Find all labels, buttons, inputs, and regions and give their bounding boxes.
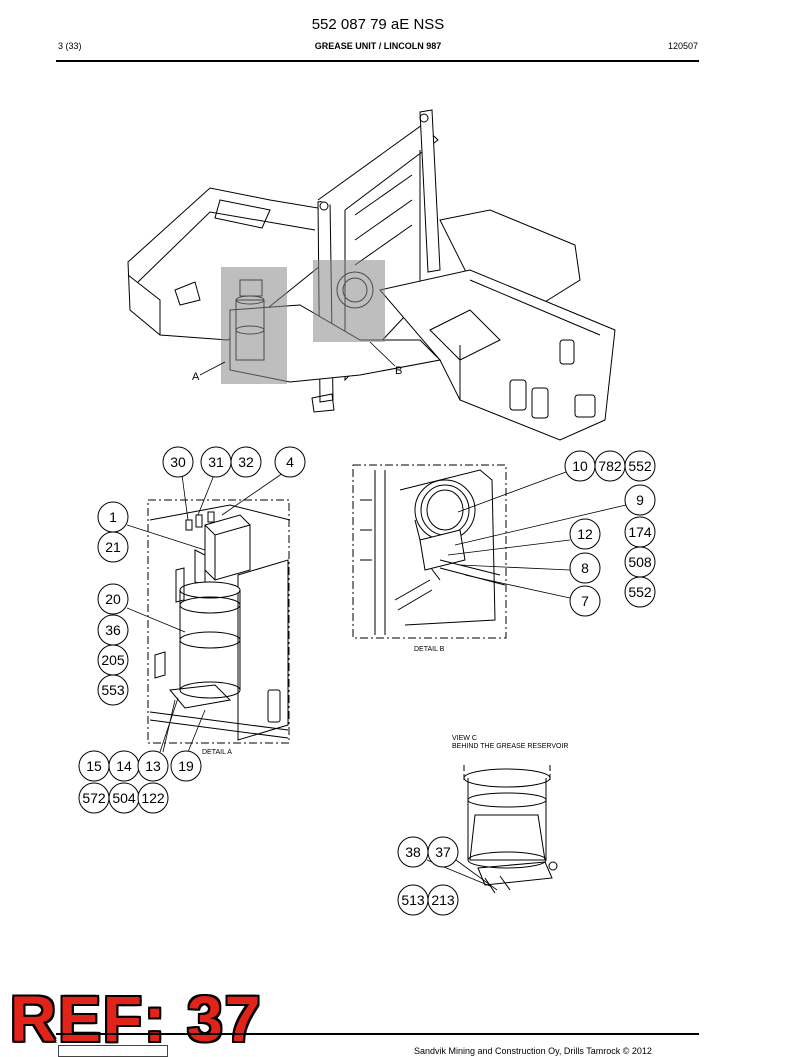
detail-b-label: B [395,365,402,377]
callout-circle [569,518,601,550]
callout-number: 572 [82,790,106,806]
callout-number: 7 [581,593,589,609]
view-c-caption: VIEW C [452,735,477,742]
callout-number: 9 [636,492,644,508]
callout-number: 553 [101,682,125,698]
callout-circle [569,552,601,584]
detail-a-label: A [192,371,200,383]
callout-number: 213 [431,892,455,908]
callout-circle [137,782,169,814]
callout-circle [624,576,656,608]
callout-number: 552 [628,458,652,474]
callout-number: 174 [628,524,652,540]
document-title: GREASE UNIT / LINCOLN 987 [314,41,442,51]
callout-circle [569,585,601,617]
callout-number: 782 [598,458,622,474]
detail-b-highlight [313,260,385,342]
document-number: 552 087 79 aE NSS [311,16,445,33]
callout-number: 122 [141,790,165,806]
callout-circle [624,484,656,516]
detail-b-caption: DETAIL B [414,646,445,653]
page-number: 3 (33) [58,41,82,51]
callout-number: 13 [145,758,161,774]
footer-divider [56,1033,699,1035]
callout-number: 1 [109,509,117,525]
footer-copyright: Sandvik Mining and Construction Oy, Dril… [414,1046,652,1056]
callout-number: 513 [401,892,425,908]
callout-number: 552 [628,584,652,600]
callout-number: 32 [238,454,254,470]
detail-a-caption: DETAIL A [202,749,232,756]
company-logo [58,1045,168,1057]
callout-circle [97,583,129,615]
callout-number: 15 [86,758,102,774]
callout-number: 508 [628,554,652,570]
callout-circle [97,674,129,706]
callout-number: 19 [178,758,194,774]
document-date: 120507 [667,41,698,51]
header-divider [56,60,699,62]
detail-a-highlight [221,267,287,384]
callout-circle [274,446,306,478]
callout-circle [230,446,262,478]
callout-number: 38 [405,844,421,860]
callout-circle [170,750,202,782]
callout-number: 14 [116,758,132,774]
callout-circle [97,531,129,563]
callout-number: 12 [577,526,593,542]
callout-number: 30 [170,454,186,470]
callout-circle [624,450,656,482]
view-c-subcaption: BEHIND THE GREASE RESERVOIR [452,743,568,750]
reference-stamp: REF: 37 [10,983,263,1055]
callout-number: 4 [286,454,294,470]
callout-circle [427,884,459,916]
callout-number: 205 [101,652,125,668]
callout-number: 10 [572,458,588,474]
view-c-drawing [463,765,558,894]
callout-number: 36 [105,622,121,638]
callout-circle [427,836,459,868]
callout-number: 37 [435,844,451,860]
callout-circle [137,750,169,782]
callout-number: 504 [112,790,136,806]
callout-number: 31 [208,454,224,470]
callout-number: 8 [581,560,589,576]
callout-number: 21 [105,539,121,555]
detail-b-drawing [352,464,507,639]
detail-a-drawing [147,499,291,744]
callout-circle [162,446,194,478]
callout-number: 20 [105,591,121,607]
